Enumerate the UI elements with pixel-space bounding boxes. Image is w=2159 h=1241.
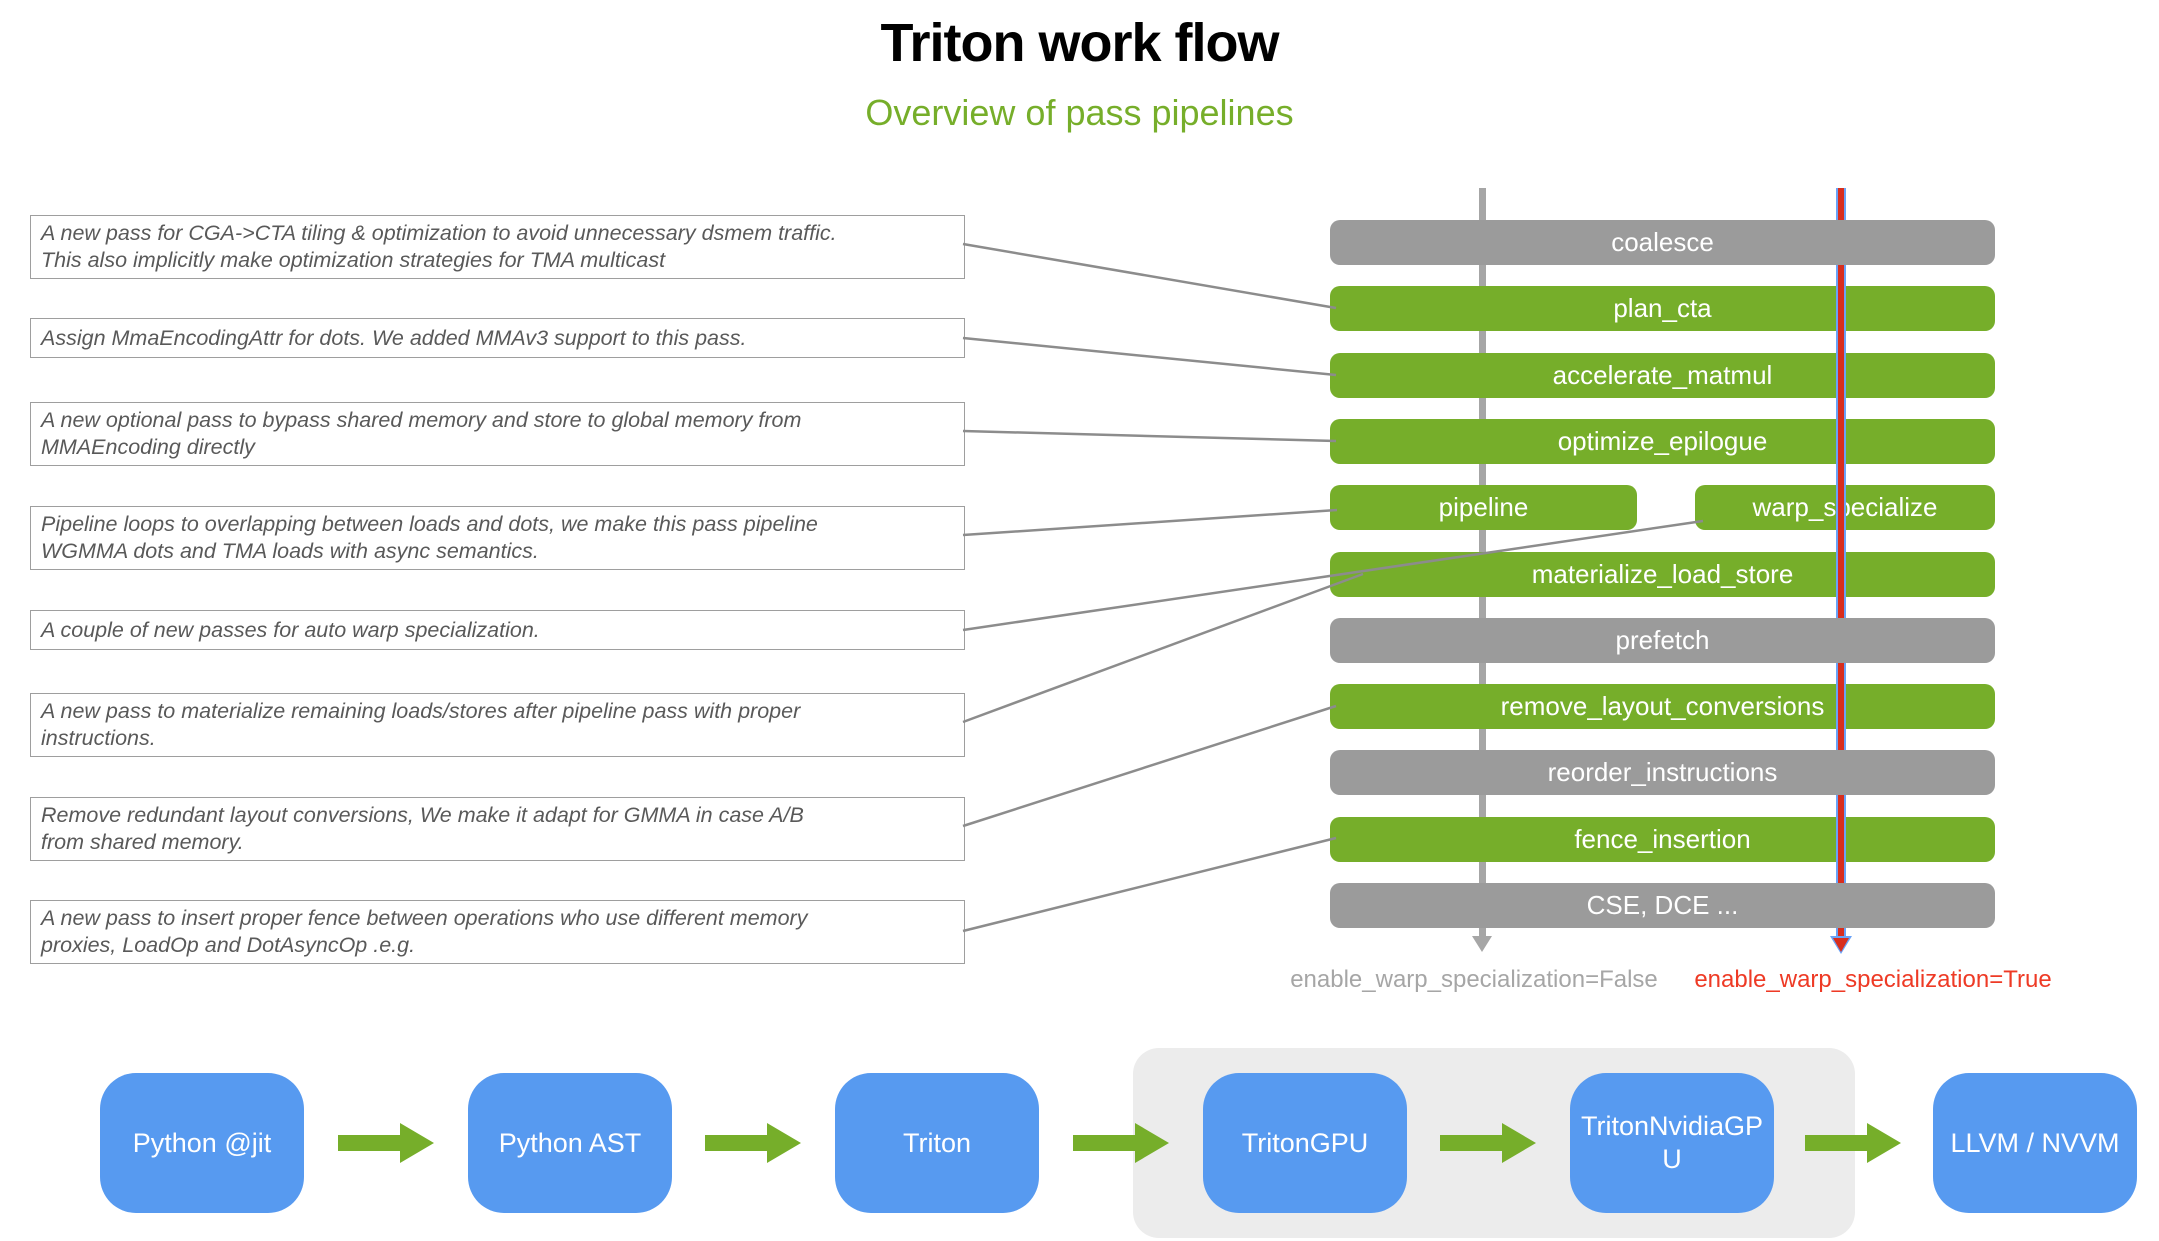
connector-line [962,836,1337,933]
annotation-note: Assign MmaEncodingAttr for dots. We adde… [30,318,965,358]
flow-stage-tritongpu: TritonGPU [1203,1073,1407,1213]
pass-bar-prefetch: prefetch [1330,618,1995,663]
flow-arrow-icon [1805,1123,1901,1163]
pass-bar-remove-layout-conversions: remove_layout_conversions [1330,684,1995,729]
annotation-note: A couple of new passes for auto warp spe… [30,610,965,650]
warp-spec-true-rail [1838,188,1844,938]
connector-line [962,704,1337,828]
flow-arrow-icon [1073,1123,1169,1163]
annotation-note: A new pass to insert proper fence betwee… [30,900,965,964]
flow-arrow-icon [338,1123,434,1163]
pass-bar-accelerate-matmul: accelerate_matmul [1330,353,1995,398]
annotation-note: Remove redundant layout conversions, We … [30,797,965,861]
pass-bar-materialize-load-store: materialize_load_store [1330,552,1995,597]
flow-arrow-icon [705,1123,801,1163]
pass-bar-coalesce: coalesce [1330,220,1995,265]
flow-stage-triton: Triton [835,1073,1039,1213]
pass-bar-reorder-instructions: reorder_instructions [1330,750,1995,795]
pass-bar-cse-dce: CSE, DCE ... [1330,883,1995,928]
warp-spec-false-rail-arrow-icon [1472,936,1492,952]
page-title: Triton work flow [880,13,1280,73]
page-subtitle: Overview of pass pipelines [865,92,1294,133]
legend-warp-spec-true: enable_warp_specialization=True [1694,966,2052,993]
connector-line [962,336,1337,377]
pass-bar-pipeline: pipeline [1330,485,1637,530]
connector-line [962,572,1364,724]
annotation-note: A new optional pass to bypass shared mem… [30,402,965,466]
pass-bar-fence-insertion: fence_insertion [1330,817,1995,862]
legend-warp-spec-false: enable_warp_specialization=False [1290,966,1658,993]
annotation-note: Pipeline loops to overlapping between lo… [30,506,965,570]
flow-stage-llvm-nvvm: LLVM / NVVM [1933,1073,2137,1213]
connector-line [962,242,1337,310]
connector-line [962,429,1337,443]
flow-stage-python-ast: Python AST [468,1073,672,1213]
flow-arrow-icon [1440,1123,1536,1163]
annotation-note: A new pass for CGA->CTA tiling & optimiz… [30,215,965,279]
annotation-note: A new pass to materialize remaining load… [30,693,965,757]
flow-stage-python-jit: Python @jit [100,1073,304,1213]
pass-bar-plan-cta: plan_cta [1330,286,1995,331]
warp-spec-true-rail-arrow-icon [1833,938,1849,952]
pass-bar-optimize-epilogue: optimize_epilogue [1330,419,1995,464]
flow-stage-tritonnvidiagpu: TritonNvidiaGPU [1570,1073,1774,1213]
connector-line [962,508,1338,537]
